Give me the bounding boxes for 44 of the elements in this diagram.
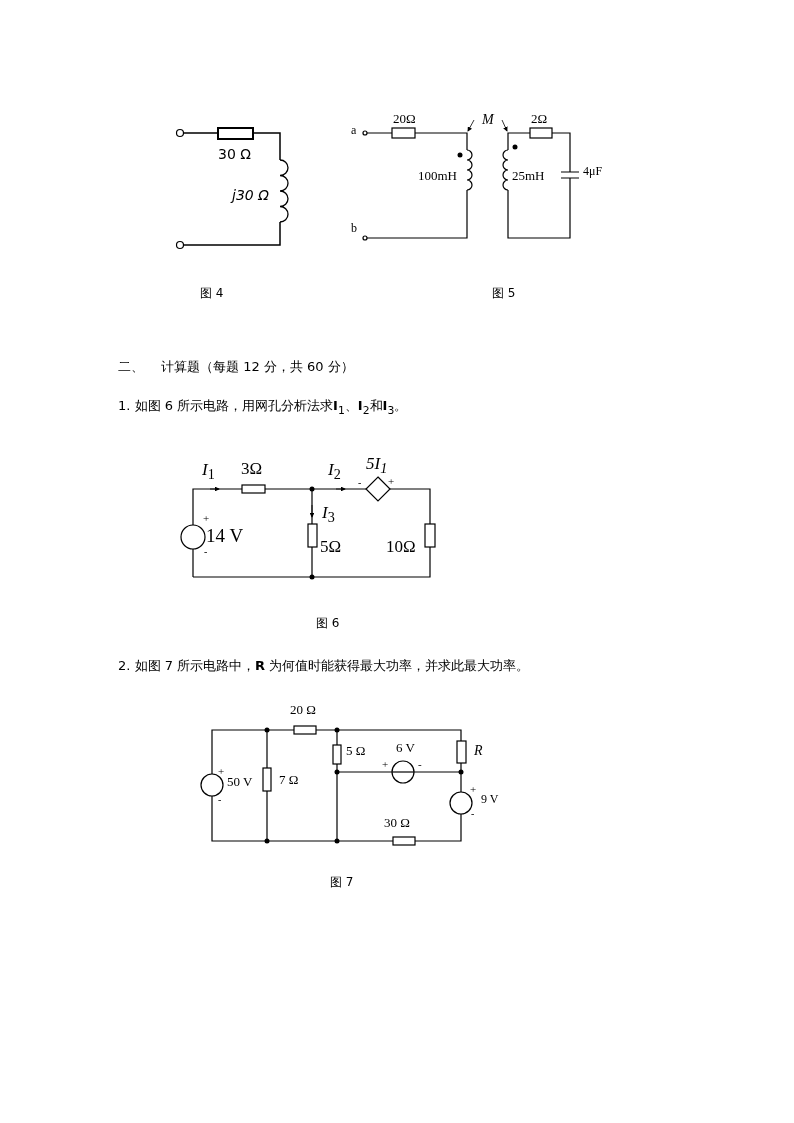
resistance-label: 20Ω	[393, 112, 416, 127]
source-label: 50 V	[227, 775, 253, 790]
figure-caption: 图 7	[330, 876, 354, 890]
polarity-sign: +	[203, 512, 210, 525]
figure-caption: 图 5	[492, 287, 516, 301]
section-heading: 计算题（每题 12 分，共 60 分）	[161, 360, 354, 375]
figure-caption: 图 6	[316, 617, 340, 631]
polarity-sign: -	[204, 546, 208, 557]
current-label: I$_{3}$	[322, 504, 335, 526]
section-number: 二、	[118, 360, 144, 375]
polarity-sign: -	[358, 477, 362, 488]
capacitance-label: 4μF	[583, 165, 603, 179]
source-label: 9 V	[481, 793, 499, 807]
question-text: 2. 如图 7 所示电路中，R 为何值时能获得最大功率，并求此最大功率。	[118, 659, 530, 674]
polarity-sign: -	[218, 794, 222, 805]
current-label: I$_{2}$	[328, 461, 341, 483]
source-label: 14 V	[206, 526, 244, 547]
resistor-label: R	[474, 743, 483, 759]
resistance-label: 10Ω	[386, 538, 416, 557]
polarity-sign: +	[388, 475, 395, 488]
polarity-sign: -	[471, 808, 475, 819]
polarity-sign: -	[418, 758, 422, 771]
resistance-label: 5Ω	[320, 538, 342, 557]
resistance-label: 5 Ω	[346, 744, 366, 759]
figure-caption: 图 4	[200, 287, 224, 301]
mutual-inductance-label: M	[482, 112, 494, 128]
resistance-label: 7 Ω	[279, 773, 299, 788]
resistance-label: 30 Ω	[218, 147, 251, 163]
source-label: 5I$_{1}$	[366, 455, 388, 477]
polarity-sign: +	[470, 783, 477, 796]
resistance-label: 3Ω	[241, 460, 263, 479]
polarity-sign: +	[218, 765, 225, 778]
question-text: 1. 如图 6 所示电路，用网孔分析法求I$_{1}$、I$_{2}$和I$_{3}$。	[118, 399, 408, 417]
polarity-sign: +	[382, 758, 389, 771]
source-label: 6 V	[396, 741, 415, 756]
resistance-label: 20 Ω	[290, 703, 316, 718]
current-label: I$_{1}$	[202, 461, 215, 483]
terminal-label: b	[351, 222, 357, 236]
resistance-label: 2Ω	[531, 112, 548, 127]
inductance-label: 100mH	[418, 169, 457, 184]
terminal-label: a	[351, 124, 357, 138]
resistance-label: 30 Ω	[384, 816, 410, 831]
impedance-label: j30 Ω	[232, 188, 269, 204]
inductance-label: 25mH	[512, 169, 545, 184]
